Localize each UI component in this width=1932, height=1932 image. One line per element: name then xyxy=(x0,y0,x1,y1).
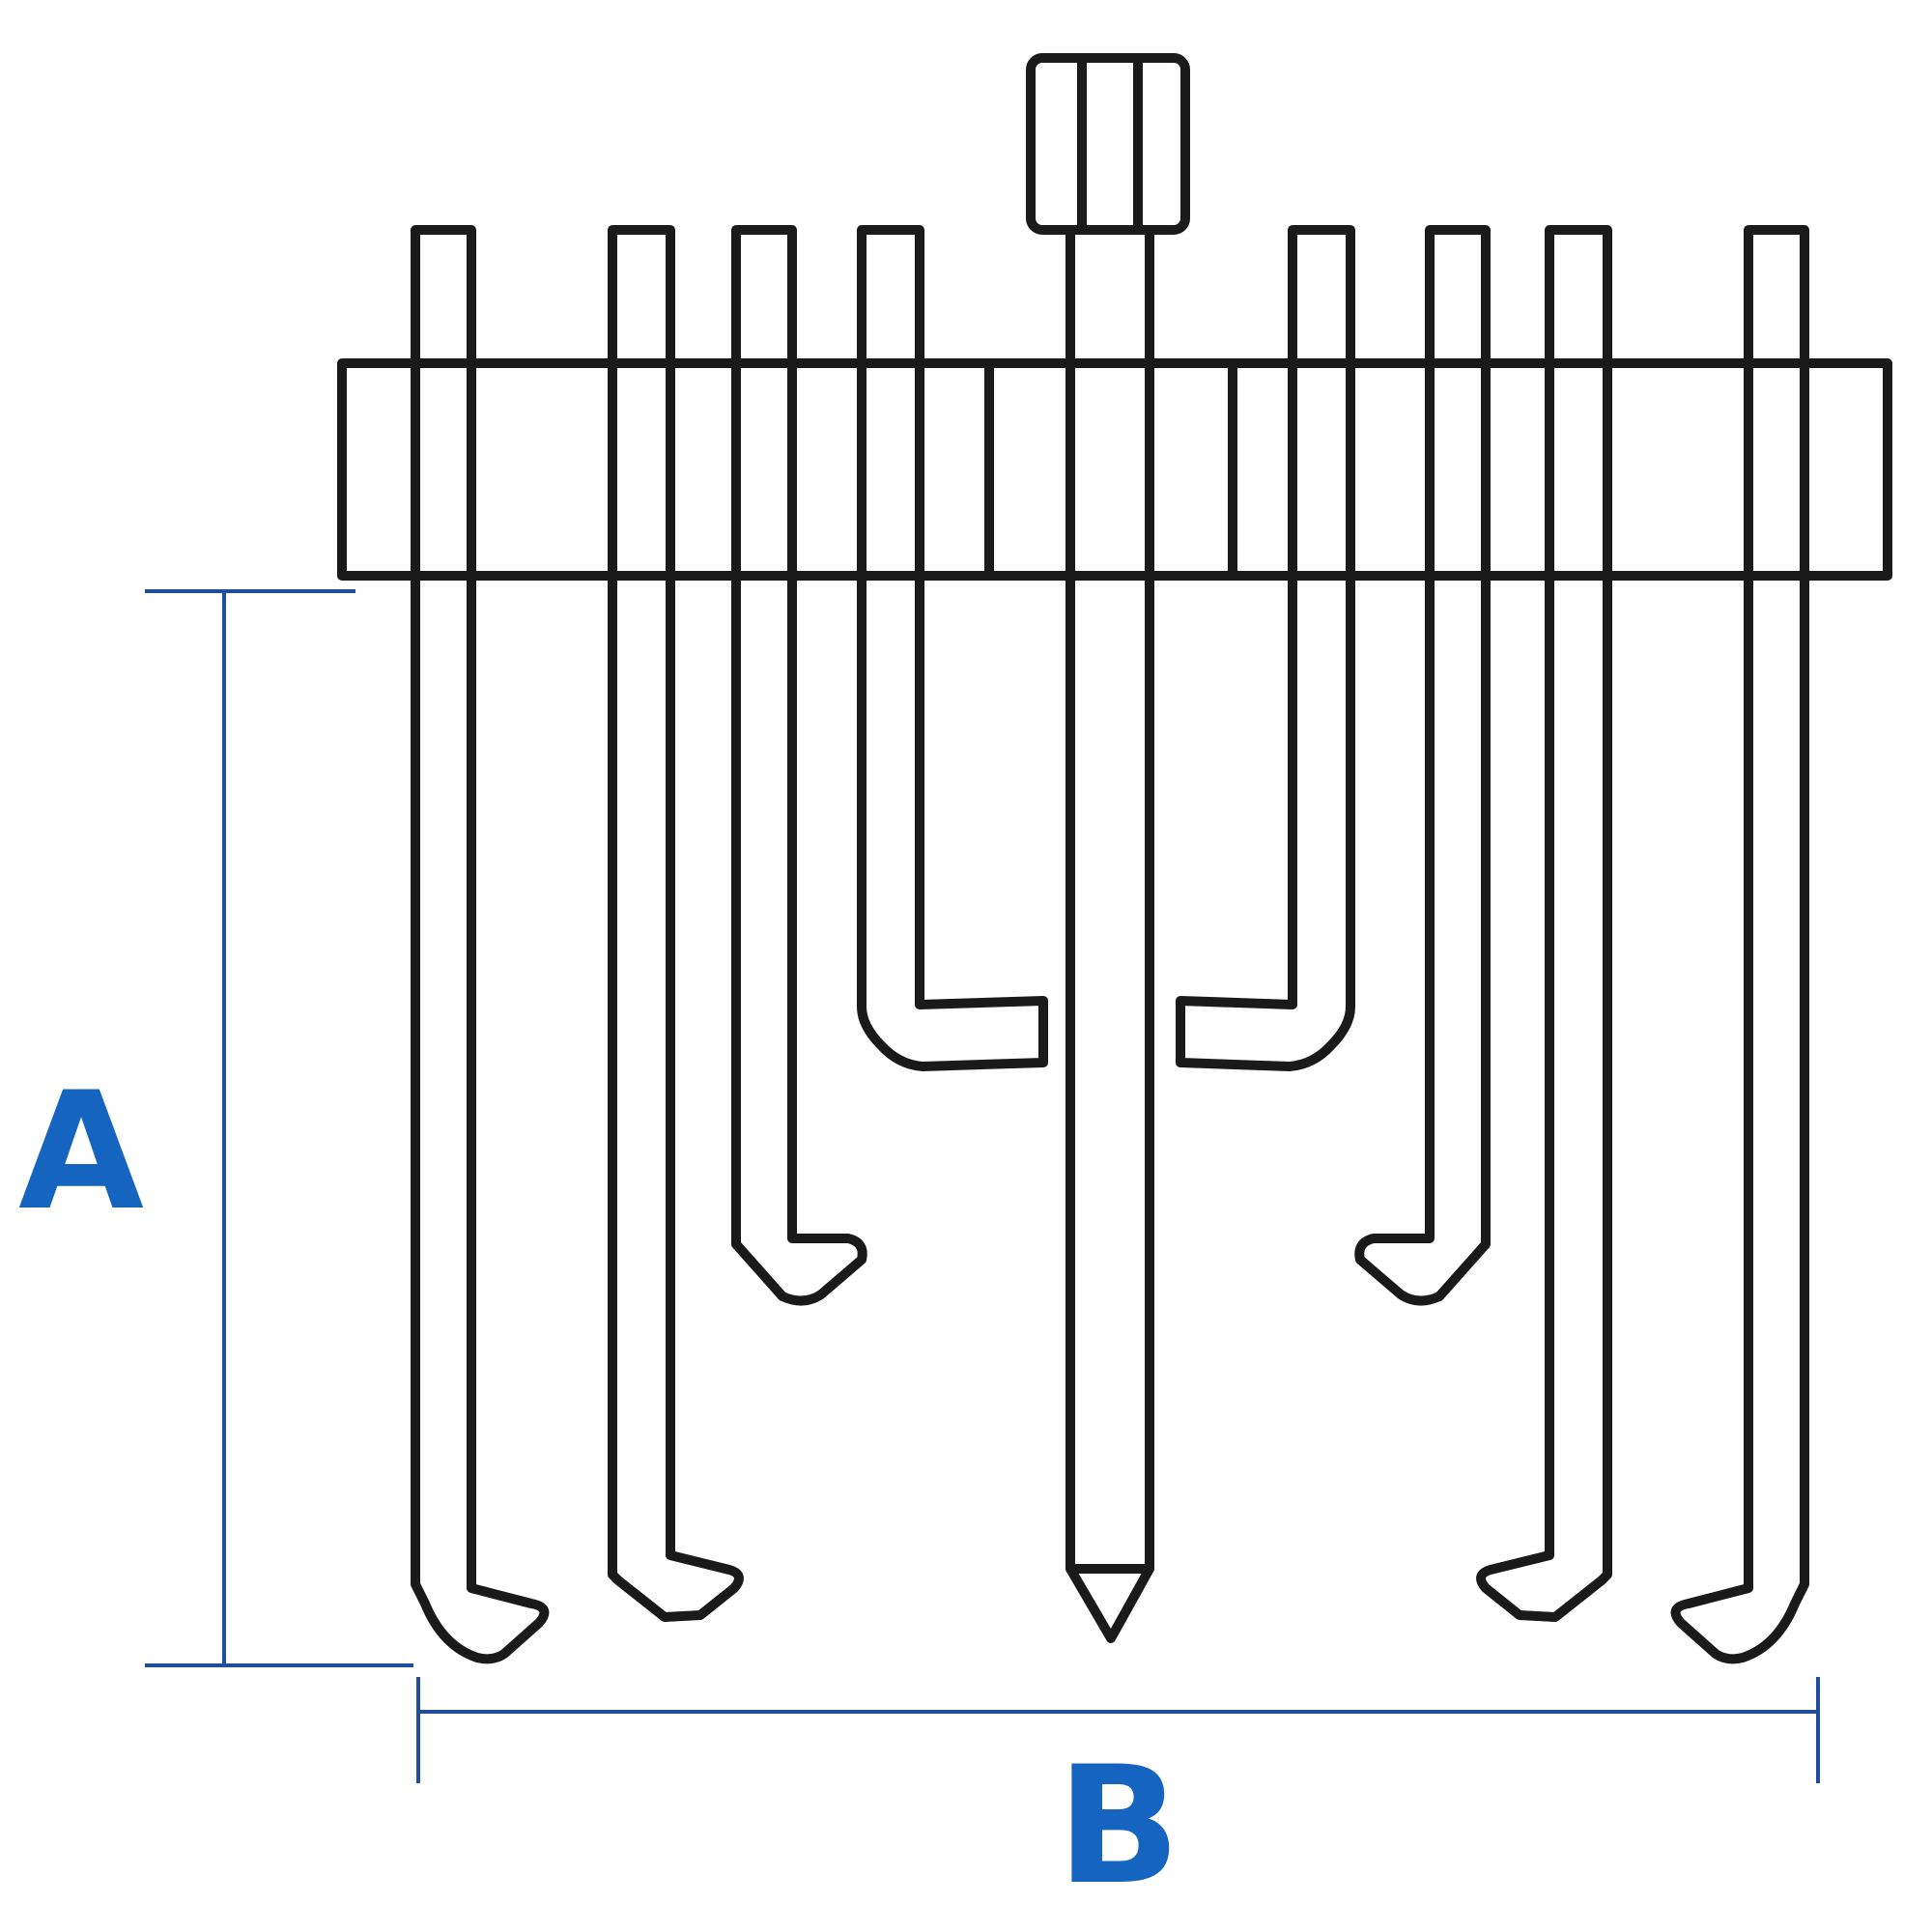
spindle-handle xyxy=(1026,53,1190,235)
cross-bar xyxy=(337,358,1892,581)
dimension-b: B xyxy=(416,1677,1820,1920)
outer-right-leg xyxy=(1670,225,1809,1664)
dimension-a-label: A xyxy=(18,1057,144,1246)
inner-right-leg xyxy=(1176,225,1355,1071)
dimension-a: A xyxy=(18,589,413,1667)
outer-left-leg xyxy=(411,225,550,1664)
inner-left-leg xyxy=(857,225,1048,1071)
dimension-b-label: B xyxy=(1057,1731,1180,1920)
bar-leg-lines xyxy=(411,358,1809,581)
